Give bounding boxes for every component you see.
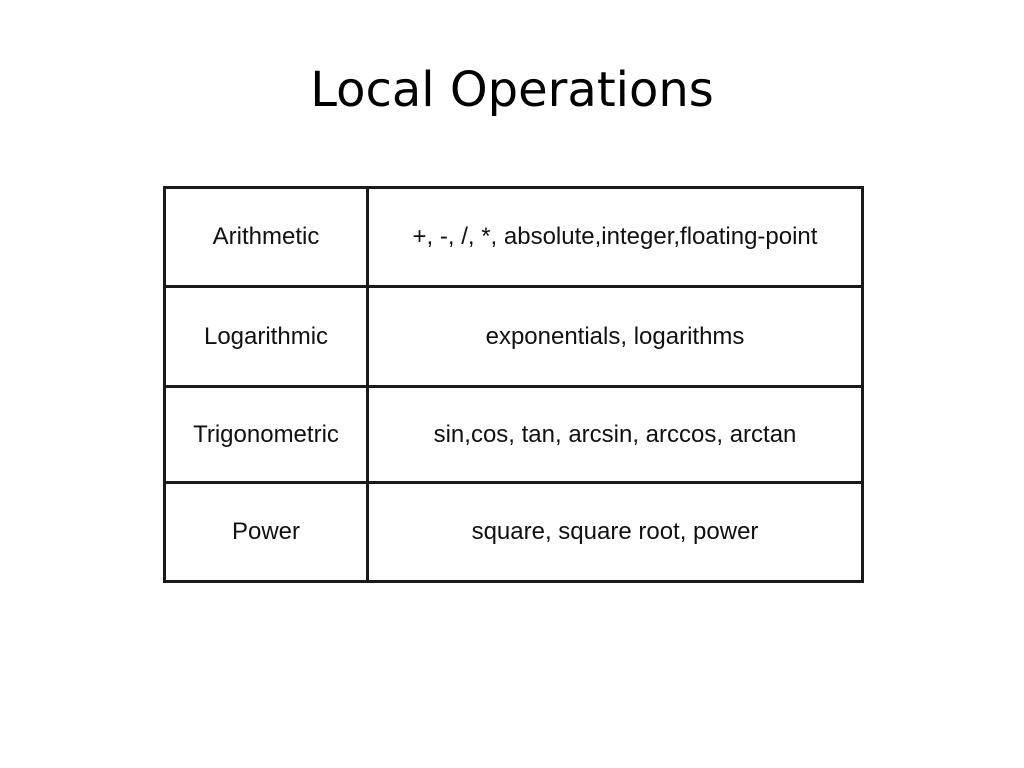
category-cell: Logarithmic (163, 285, 369, 388)
table-row: Power square, square root, power (163, 481, 864, 583)
category-cell: Trigonometric (163, 385, 369, 484)
table-row: Trigonometric sin,cos, tan, arcsin, arcc… (163, 385, 864, 484)
operations-cell: square, square root, power (366, 481, 864, 583)
operations-cell: +, -, /, *, absolute,integer,floating-po… (366, 186, 864, 288)
operations-cell: sin,cos, tan, arcsin, arccos, arctan (366, 385, 864, 484)
table-row: Logarithmic exponentials, logarithms (163, 285, 864, 388)
operations-table: Arithmetic +, -, /, *, absolute,integer,… (163, 186, 864, 583)
slide-title: Local Operations (310, 62, 714, 118)
table-row: Arithmetic +, -, /, *, absolute,integer,… (163, 186, 864, 288)
category-cell: Arithmetic (163, 186, 369, 288)
category-cell: Power (163, 481, 369, 583)
operations-cell: exponentials, logarithms (366, 285, 864, 388)
